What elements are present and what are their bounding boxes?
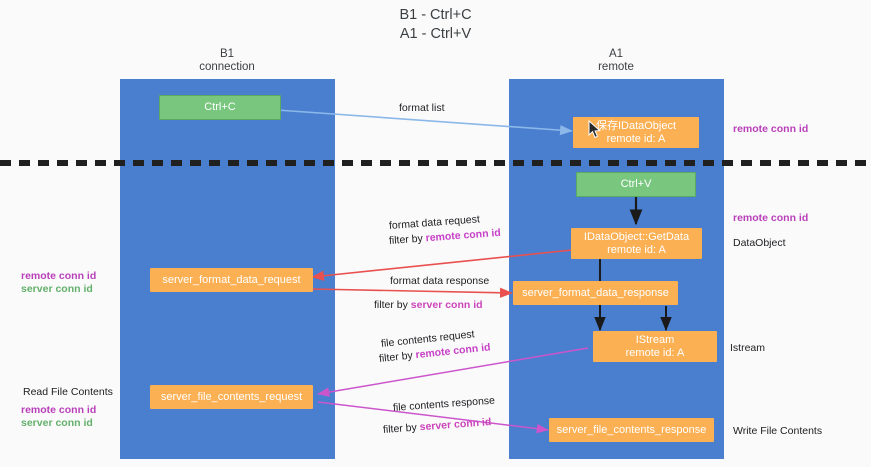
title-line-1: B1 - Ctrl+C [399, 7, 472, 23]
node-server-file-contents-request[interactable]: server_file_contents_request [150, 385, 313, 409]
node-server-file-contents-response-label: server_file_contents_response [556, 423, 707, 436]
node-istream-sub: remote id: A [625, 346, 685, 359]
filter-key-4: server conn id [419, 416, 492, 434]
node-idataobject-getdata-sub: remote id: A [607, 243, 666, 256]
node-idataobject-getdata[interactable]: IDataObject::GetData remote id: A [571, 228, 702, 259]
annotation-left-remote-conn-id-bottom: remote conn id [21, 404, 97, 416]
annotation-right-write-file-contents: Write File Contents [733, 425, 823, 437]
column-header-b1: B1 connection [162, 48, 292, 74]
filter-key-2: server conn id [410, 299, 483, 311]
column-header-b1-name: B1 [219, 48, 235, 60]
filter-prefix-3: filter by [378, 349, 417, 365]
node-ctrl-v[interactable]: Ctrl+V [576, 172, 696, 197]
node-ctrl-c[interactable]: Ctrl+C [159, 95, 281, 120]
edge-label-format-data-response-filter: filter by server conn id [374, 298, 483, 312]
node-server-format-data-request[interactable]: server_format_data_request [150, 268, 313, 292]
node-server-file-contents-response[interactable]: server_file_contents_response [549, 418, 714, 442]
node-istream[interactable]: IStream remote id: A [593, 331, 717, 362]
node-server-format-data-request-label: server_format_data_request [162, 273, 301, 286]
filter-key-1: remote conn id [425, 226, 502, 245]
filter-prefix-4: filter by [382, 421, 421, 436]
title-line-2: A1 - Ctrl+V [399, 26, 472, 42]
annotation-left-remote-conn-id-mid: remote conn id [21, 270, 97, 282]
annotation-right-dataobject: DataObject [733, 237, 786, 249]
node-server-file-contents-request-label: server_file_contents_request [160, 390, 303, 403]
node-ctrl-c-label: Ctrl+C [204, 101, 236, 113]
filter-prefix-2: filter by [374, 299, 411, 311]
edge-label-file-contents-response-filter: filter by server conn id [382, 415, 492, 437]
node-save-idataobject[interactable]: 保存IDataObject remote id: A [573, 117, 699, 148]
node-server-format-data-response-label: server_format_data_response [522, 286, 669, 299]
edge-label-format-data-response: format data response [390, 275, 490, 287]
annotation-left-server-conn-id-mid: server conn id [21, 283, 93, 295]
page-title: B1 - Ctrl+C A1 - Ctrl+V [0, 6, 871, 44]
annotation-left-server-conn-id-bottom: server conn id [21, 417, 93, 429]
edge-label-file-contents-response: file contents response [392, 394, 496, 414]
filter-prefix-1: filter by [388, 232, 427, 247]
annotation-left-read-file-contents: Read File Contents [23, 386, 113, 398]
column-header-a1: A1 remote [551, 48, 681, 74]
node-save-idataobject-sub: remote id: A [606, 132, 666, 145]
node-istream-label: IStream [635, 333, 675, 346]
node-server-format-data-response[interactable]: server_format_data_response [513, 281, 678, 305]
annotation-right-remote-conn-id-mid: remote conn id [733, 212, 809, 224]
edge-format-data-response [311, 287, 513, 298]
column-header-b1-role: connection [199, 61, 255, 73]
column-header-a1-name: A1 [608, 48, 624, 60]
annotation-right-istream: Istream [730, 342, 766, 354]
node-save-idataobject-label: 保存IDataObject [595, 119, 677, 132]
column-header-a1-role: remote [598, 61, 634, 73]
annotation-right-remote-conn-id-top: remote conn id [733, 123, 809, 135]
edge-label-format-list: format list [399, 102, 445, 114]
node-idataobject-getdata-label: IDataObject::GetData [583, 230, 690, 243]
node-ctrl-v-label: Ctrl+V [620, 178, 652, 190]
